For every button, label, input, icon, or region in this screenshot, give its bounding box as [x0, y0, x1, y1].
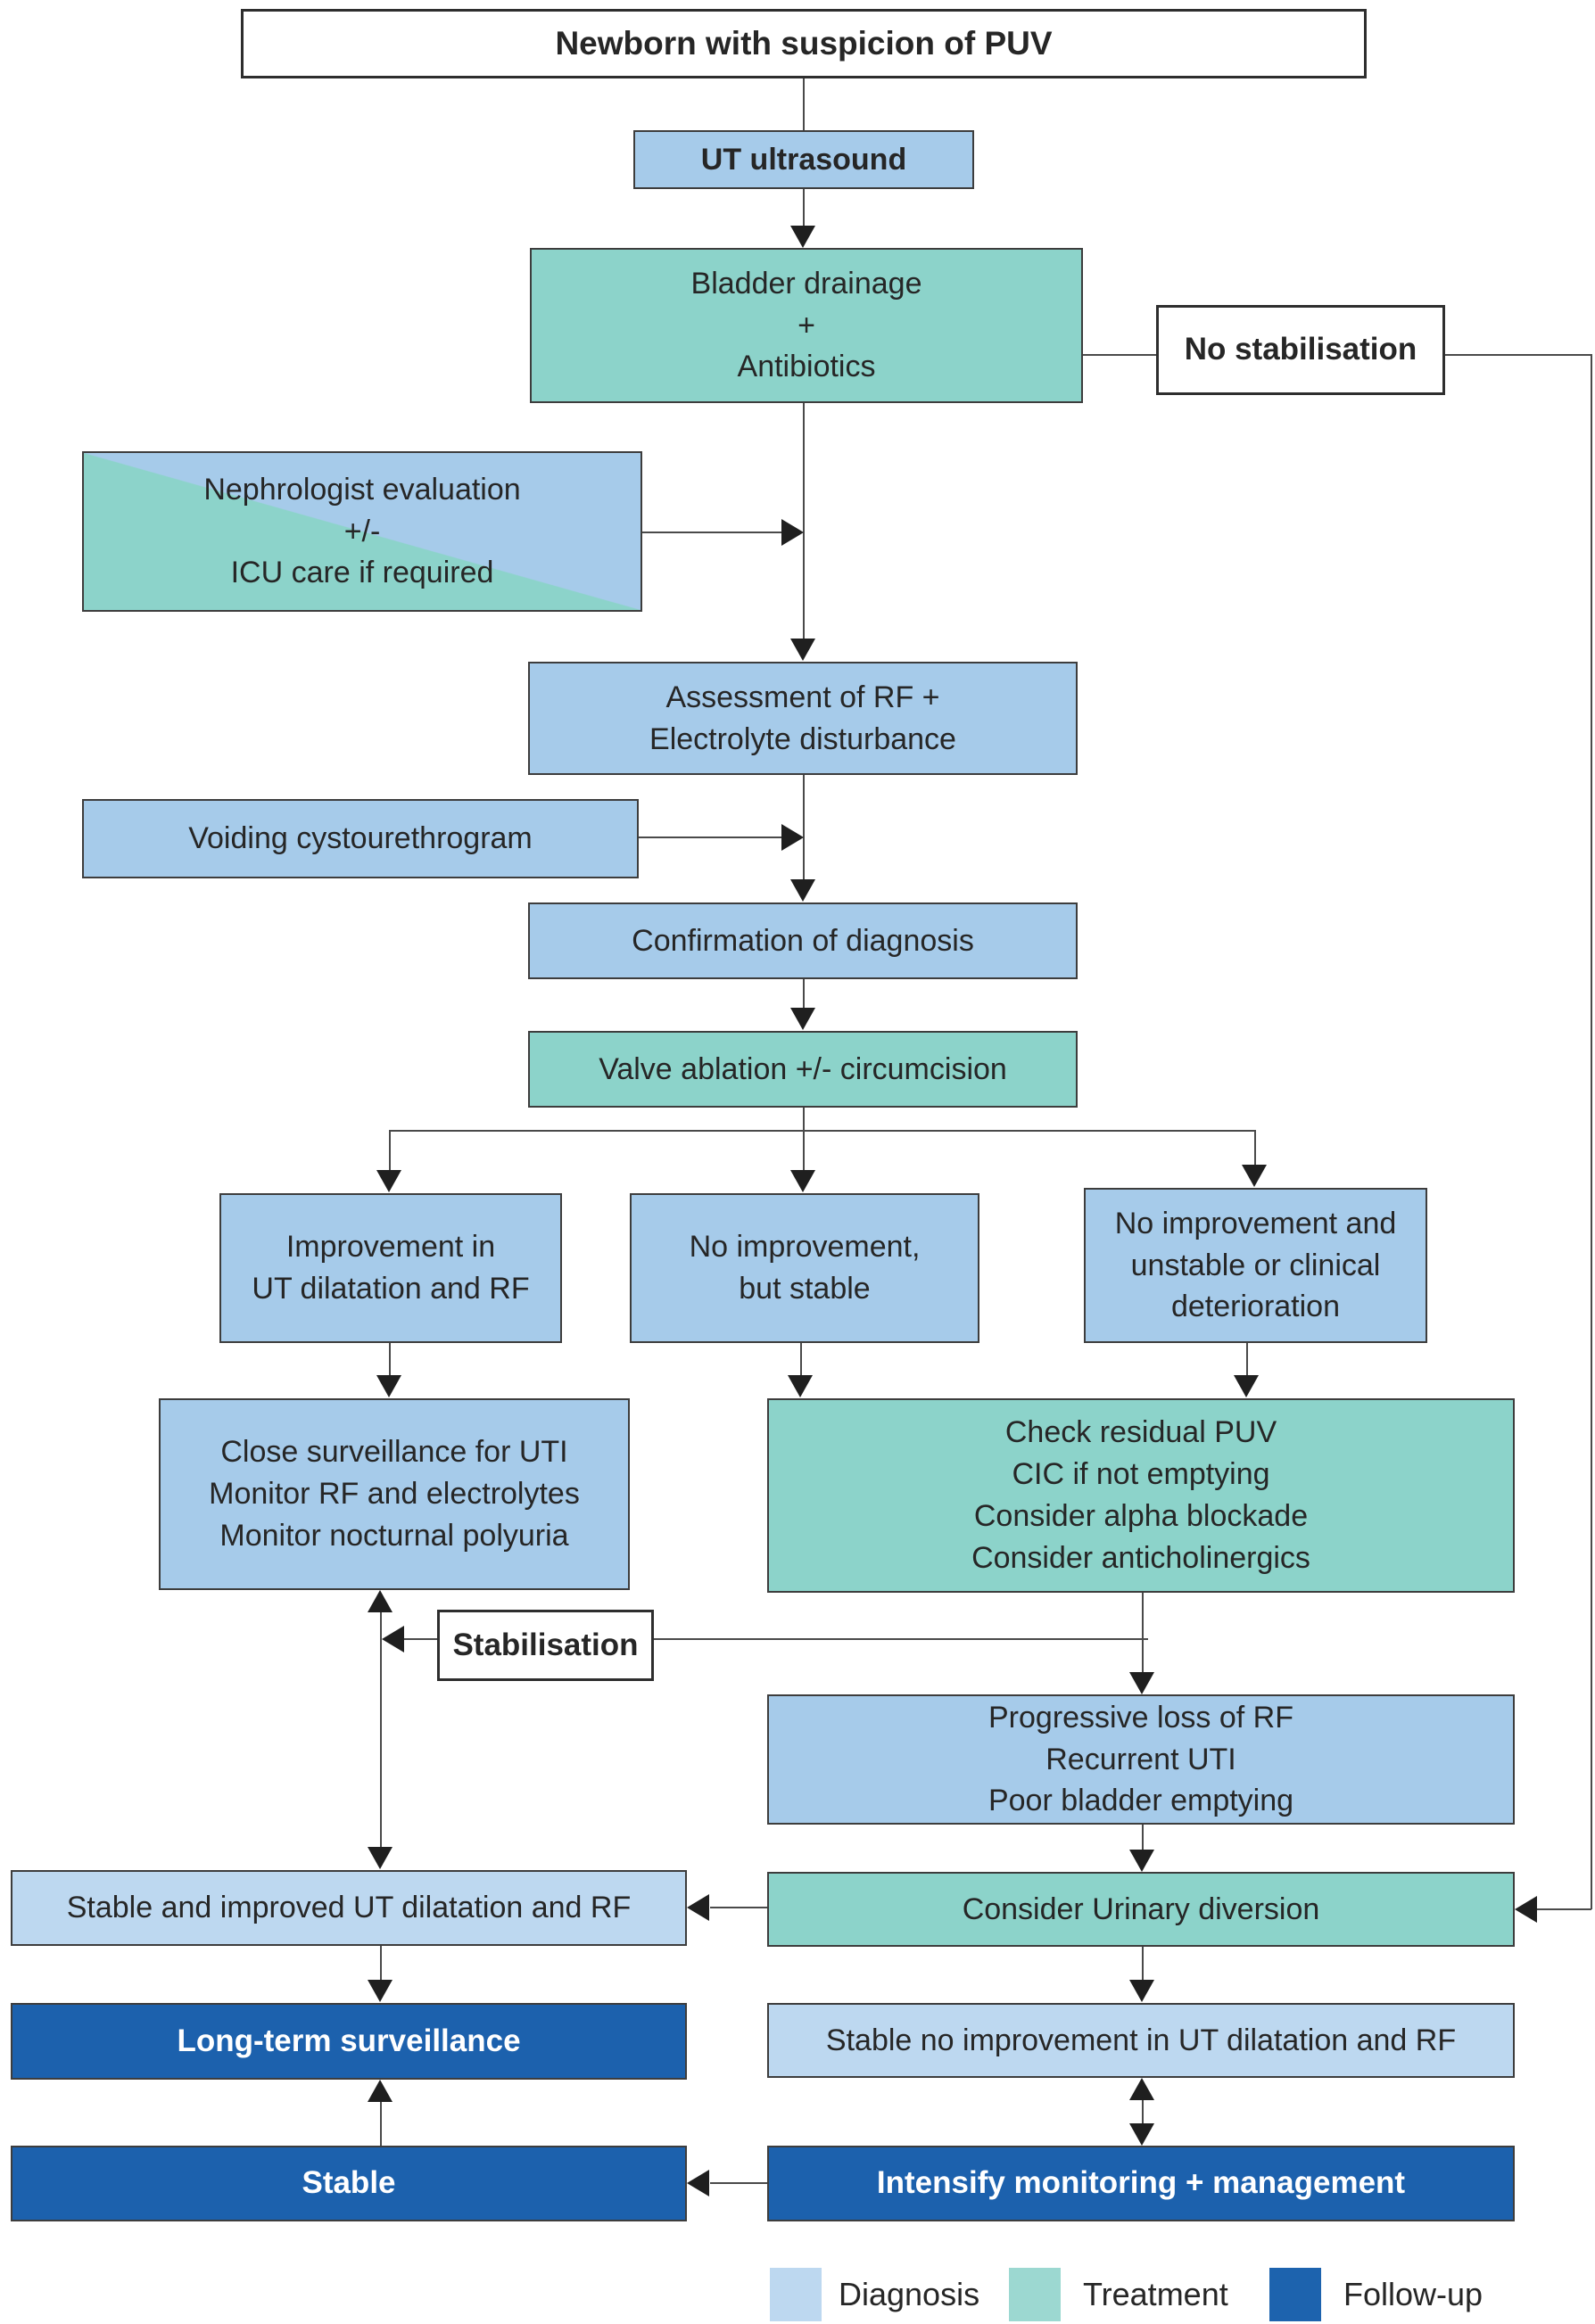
node-no-stabilisation: No stabilisation — [1156, 305, 1445, 395]
arrowhead-branch-left-icon — [376, 1170, 401, 1192]
connector-diversion-stablenoimprovement — [1142, 1947, 1144, 1980]
arrowhead-branch-right-icon — [1242, 1165, 1267, 1187]
legend-followup-label: Follow-up — [1343, 2276, 1483, 2312]
connector-branch-middle-drop — [803, 1130, 805, 1171]
connector-progressive-diversion — [1142, 1825, 1144, 1850]
arrowhead-into-checkresidual-right-icon — [1234, 1375, 1259, 1397]
arrowhead-into-progressive-icon — [1129, 1672, 1154, 1694]
node-progressive-loss: Progressive loss of RF Recurrent UTI Poo… — [767, 1694, 1515, 1825]
connector-bladder-assessment — [803, 403, 805, 639]
connector-newborn-ultrasound — [803, 78, 805, 130]
connector-nephrologist-feed — [642, 532, 781, 533]
connector-ultrasound-bladder — [803, 189, 805, 226]
node-stabilisation: Stabilisation — [437, 1610, 654, 1681]
connector-surveillance-stableimproved — [380, 1612, 382, 1847]
arrowhead-double-up-icon — [1129, 2078, 1154, 2100]
arrowhead-branch-middle-icon — [790, 1170, 815, 1192]
arrowhead-double-down-icon — [1129, 2123, 1154, 2146]
legend-treatment-swatch — [1009, 2268, 1061, 2321]
arrowhead-stabilisation-left-icon — [382, 1626, 404, 1652]
node-stable-no-improvement: Stable no improvement in UT dilatation a… — [767, 2003, 1515, 2078]
arrowhead-into-stable-right-icon — [687, 2170, 709, 2196]
arrowhead-into-surveillance-icon — [376, 1375, 401, 1397]
node-long-term-surveillance: Long-term surveillance — [11, 2003, 687, 2080]
node-stable-improved: Stable and improved UT dilatation and RF — [11, 1870, 687, 1946]
connector-stabilisation-left — [404, 1638, 437, 1640]
connector-stable-longterm — [380, 2102, 382, 2146]
connector-assessment-confirmation — [803, 775, 805, 879]
connector-right-edge-vertical — [1591, 354, 1592, 1909]
connector-bladder-nostabilisation — [1083, 354, 1156, 356]
arrowhead-into-diversion-icon — [1129, 1850, 1154, 1872]
node-improvement: Improvement in UT dilatation and RF — [219, 1193, 562, 1343]
node-ut-ultrasound: UT ultrasound — [633, 130, 974, 189]
arrowhead-into-diversion-right-icon — [1515, 1896, 1537, 1923]
node-nephrologist-evaluation: Nephrologist evaluation +/- ICU care if … — [82, 451, 642, 612]
arrowhead-into-longterm-bottom-icon — [368, 2080, 393, 2102]
connector-branch-horizontal — [390, 1130, 1255, 1132]
legend-followup-swatch — [1269, 2268, 1321, 2321]
connector-branch-right-drop — [1254, 1130, 1256, 1166]
node-confirmation-diagnosis: Confirmation of diagnosis — [528, 902, 1078, 979]
connector-stableimproved-longterm — [380, 1946, 382, 1980]
connector-checkresidual-progressive — [1142, 1593, 1144, 1672]
arrowhead-into-surveillance-bottom-icon — [368, 1590, 393, 1612]
node-stable: Stable — [11, 2146, 687, 2221]
connector-unstable-checkresidual — [1246, 1343, 1248, 1376]
connector-voiding-feed — [639, 836, 781, 838]
arrowhead-into-assessment-icon — [790, 639, 815, 661]
connector-branch-left-drop — [389, 1130, 391, 1171]
connector-stable-checkresidual — [800, 1343, 802, 1376]
arrowhead-into-checkresidual-left-icon — [788, 1375, 813, 1397]
node-intensify-monitoring: Intensify monitoring + management — [767, 2146, 1515, 2221]
node-assessment-rf: Assessment of RF + Electrolyte disturban… — [528, 662, 1078, 775]
node-no-improvement-unstable: No improvement and unstable or clinical … — [1084, 1188, 1427, 1343]
connector-stablenoimprovement-intensify — [1142, 2100, 1144, 2123]
connector-valve-stem — [803, 1108, 805, 1131]
arrowhead-nephrologist-right-icon — [781, 519, 804, 546]
arrowhead-into-longterm-icon — [368, 1980, 393, 2002]
arrowhead-into-stableimproved-right-icon — [687, 1894, 709, 1921]
arrowhead-into-valve-icon — [790, 1008, 815, 1030]
node-close-surveillance: Close surveillance for UTI Monitor RF an… — [159, 1398, 630, 1590]
arrowhead-into-stableimproved-icon — [368, 1847, 393, 1869]
node-bladder-drainage: Bladder drainage + Antibiotics — [530, 248, 1083, 403]
connector-confirmation-valve — [803, 979, 805, 1008]
node-consider-urinary-diversion: Consider Urinary diversion — [767, 1872, 1515, 1947]
connector-intensify-stable — [710, 2182, 767, 2184]
arrowhead-into-bladder-icon — [790, 226, 815, 248]
arrowhead-into-stablenoimprovement-icon — [1129, 1980, 1154, 2002]
node-valve-ablation: Valve ablation +/- circumcision — [528, 1031, 1078, 1108]
node-check-residual-puv: Check residual PUV CIC if not emptying C… — [767, 1398, 1515, 1593]
connector-stabilisation-right — [654, 1638, 1148, 1640]
legend-diagnosis-swatch — [770, 2268, 822, 2321]
connector-rightedge-diversion — [1537, 1908, 1591, 1910]
arrowhead-into-confirmation-icon — [790, 879, 815, 902]
connector-diversion-stableimproved — [710, 1907, 767, 1908]
node-newborn-suspicion: Newborn with suspicion of PUV — [241, 9, 1367, 78]
connector-nostabilisation-rightedge — [1445, 354, 1591, 356]
legend-diagnosis-label: Diagnosis — [839, 2276, 980, 2312]
arrowhead-voiding-right-icon — [781, 824, 804, 851]
node-voiding-cystourethrogram: Voiding cystourethrogram — [82, 799, 639, 878]
node-no-improvement-stable: No improvement, but stable — [630, 1193, 979, 1343]
connector-improvement-surveillance — [389, 1343, 391, 1376]
legend-treatment-label: Treatment — [1083, 2276, 1228, 2312]
